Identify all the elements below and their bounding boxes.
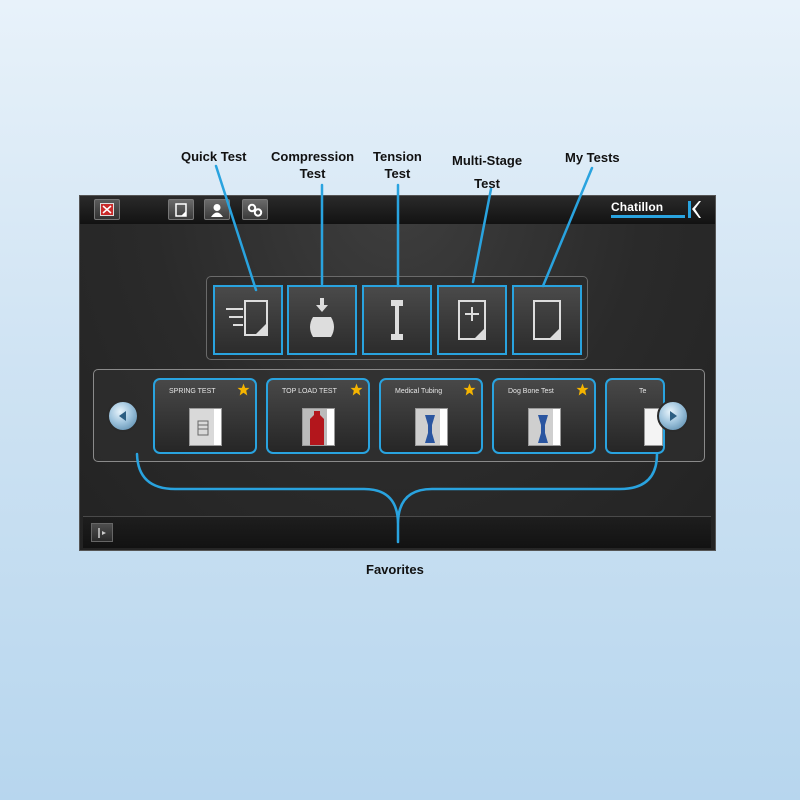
tension-callout-line1: Tension [373, 149, 422, 164]
tension-test-button[interactable] [362, 285, 432, 355]
left-arrow-icon [119, 411, 126, 421]
multi-stage-test-button[interactable] [437, 285, 507, 355]
previous-favorite-button[interactable] [107, 400, 139, 432]
favorite-label: TOP LOAD TEST [282, 388, 337, 395]
my-tests-callout: My Tests [565, 149, 620, 166]
star-icon [350, 383, 363, 396]
my-tests-icon [533, 300, 561, 340]
tubing-thumbnail [415, 408, 448, 446]
settings-button[interactable] [242, 199, 268, 220]
device-screen: Chatillon [79, 195, 716, 551]
quick-test-callout-text: Quick Test [181, 149, 247, 164]
favorite-label: Medical Tubing [395, 388, 443, 395]
settings-icon [247, 203, 263, 217]
quick-test-callout: Quick Test [181, 148, 247, 165]
bottle-thumbnail [302, 408, 335, 446]
right-arrow-icon [670, 411, 677, 421]
my-tests-button[interactable] [512, 285, 582, 355]
brand-underline [611, 215, 685, 218]
favorites-panel: SPRING TEST TOP LOAD TEST Medical Tubing… [93, 369, 705, 462]
document-icon [175, 202, 187, 217]
quick-test-icon [226, 300, 268, 336]
bottom-bar [83, 516, 711, 548]
tension-test-icon [391, 300, 403, 340]
next-favorite-button[interactable] [657, 400, 689, 432]
favorite-card-top-load-test[interactable]: TOP LOAD TEST [266, 378, 370, 454]
menu-button[interactable] [91, 523, 113, 542]
compression-test-callout: Compression Test [271, 148, 354, 182]
menu-icon [98, 527, 106, 538]
favorites-callout-text: Favorites [366, 562, 424, 577]
multistage-callout-line1: Multi-Stage [452, 153, 523, 168]
favorites-callout: Favorites [366, 561, 424, 578]
quick-test-button[interactable] [213, 285, 283, 355]
compression-callout-line2: Test [299, 166, 326, 181]
exit-button[interactable] [94, 199, 120, 220]
chatillon-logo: Chatillon [611, 200, 701, 220]
favorite-card-dog-bone-test[interactable]: Dog Bone Test [492, 378, 596, 454]
multistage-callout-line2: Test [474, 176, 500, 191]
exit-icon [100, 203, 114, 216]
spring-thumbnail [189, 408, 222, 446]
top-toolbar: Chatillon [80, 196, 715, 224]
compression-test-icon [310, 298, 334, 337]
tension-callout-line2: Test [384, 166, 411, 181]
star-icon [237, 383, 250, 396]
compression-callout-line1: Compression [271, 149, 355, 164]
multi-stage-test-callout: Multi-Stage Test [452, 149, 522, 195]
favorite-card-spring-test[interactable]: SPRING TEST [153, 378, 257, 454]
brand-name: Chatillon [611, 200, 664, 214]
favorite-label: Dog Bone Test [508, 388, 554, 395]
dogbone-thumbnail [528, 408, 561, 446]
compression-test-button[interactable] [287, 285, 357, 355]
tension-test-callout: Tension Test [373, 148, 422, 182]
favorite-label: SPRING TEST [169, 388, 216, 395]
document-button[interactable] [168, 199, 194, 220]
brand-mark-icon [688, 201, 701, 218]
my-tests-callout-text: My Tests [565, 150, 620, 165]
favorite-card-partial[interactable]: Te [605, 378, 665, 454]
star-icon [463, 383, 476, 396]
favorite-card-medical-tubing[interactable]: Medical Tubing [379, 378, 483, 454]
multi-stage-test-icon [458, 300, 486, 340]
star-icon [576, 383, 589, 396]
test-type-panel [206, 276, 588, 360]
favorite-label: Te [639, 388, 647, 395]
user-button[interactable] [204, 199, 230, 220]
user-icon [211, 203, 223, 217]
